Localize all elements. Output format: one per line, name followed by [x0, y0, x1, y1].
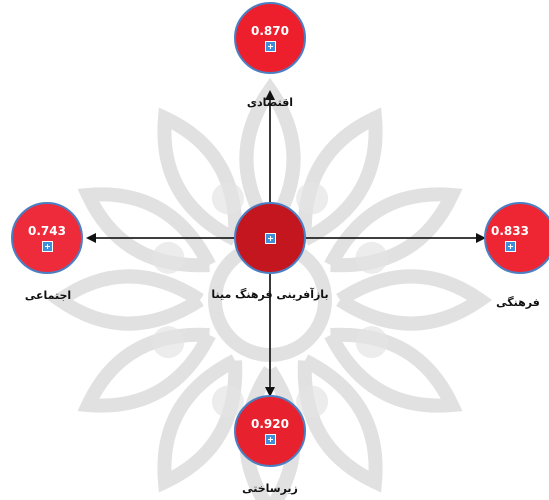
watermark-dot — [355, 241, 388, 274]
node-right-value: 0.833 — [491, 224, 529, 238]
node-center[interactable] — [234, 202, 306, 274]
node-top[interactable]: 0.870 — [234, 2, 306, 74]
watermark-dot — [355, 326, 388, 359]
watermark-dot — [211, 385, 244, 418]
node-bottom[interactable]: 0.920 — [234, 395, 306, 467]
plus-square-icon[interactable] — [264, 232, 276, 244]
watermark-dot — [296, 182, 329, 215]
node-left-label: اجتماعی — [24, 289, 72, 302]
node-bottom-value: 0.920 — [251, 417, 289, 431]
watermark-petal — [336, 269, 493, 331]
node-bottom-label: زیرساختی — [242, 482, 298, 495]
watermark-dot — [152, 326, 185, 359]
node-top-label: اقتصادی — [246, 96, 294, 109]
node-right-label: فرهنگی — [496, 296, 540, 309]
watermark-dot — [211, 182, 244, 215]
node-center-label: بازآفرینی فرهنگ مینا — [211, 288, 329, 301]
node-left[interactable]: 0.743 — [11, 202, 83, 274]
watermark-dot — [152, 241, 185, 274]
node-left-value: 0.743 — [28, 224, 66, 238]
plus-square-icon[interactable] — [264, 41, 276, 52]
plus-square-icon[interactable] — [41, 241, 53, 252]
plus-square-icon[interactable] — [264, 434, 276, 445]
watermark-petal — [47, 269, 204, 331]
plus-square-icon[interactable] — [504, 241, 516, 252]
node-right[interactable]: 0.833 — [484, 202, 549, 274]
node-top-value: 0.870 — [251, 24, 289, 38]
watermark-dot — [296, 385, 329, 418]
